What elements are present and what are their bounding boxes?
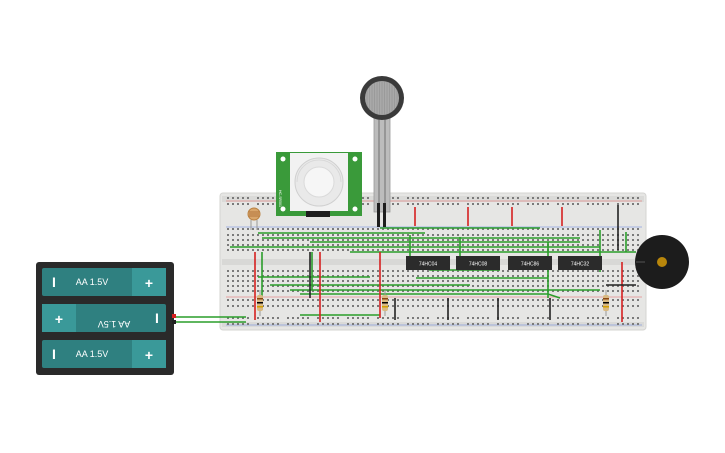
piezo-buzzer (635, 235, 689, 289)
cell-2-label: AA 1.5V (98, 319, 131, 329)
force-sensor (360, 76, 404, 227)
resistor-3 (603, 290, 609, 316)
cell-3-plus: + (145, 347, 153, 363)
black-wires (309, 205, 636, 320)
resistors (257, 290, 609, 316)
cell-2-minus: I (155, 310, 159, 326)
ic-74hc04-label: 74HC04 (419, 262, 438, 268)
battery-cell-1: I AA 1.5V + (42, 268, 166, 296)
ic-74hc08: 74HC08 (456, 256, 500, 270)
cell-2-plus: + (55, 311, 63, 327)
resistor-2 (382, 290, 388, 316)
pir-sensor: HC-SR501 (276, 152, 362, 217)
battery-cell-2: + AA 1.5V I (42, 304, 166, 332)
ic-74hc86: 74HC86 (508, 256, 552, 270)
ic-chips: 74HC04 74HC08 74HC86 74HC32 (406, 256, 602, 270)
battery-wires (174, 316, 246, 323)
cell-3-label: AA 1.5V (76, 349, 109, 359)
breadboard-holes (227, 197, 639, 325)
cell-1-minus: I (52, 274, 56, 290)
cell-1-label: AA 1.5V (76, 277, 109, 287)
ic-74hc08-label: 74HC08 (469, 262, 488, 268)
battery-cell-3: I AA 1.5V + (42, 340, 166, 368)
photoresistor (247, 207, 261, 230)
pir-label: HC-SR501 (278, 190, 282, 207)
ic-74hc86-label: 74HC86 (521, 262, 540, 268)
cell-1-plus: + (145, 275, 153, 291)
cell-3-minus: I (52, 346, 56, 362)
resistor-1 (257, 290, 263, 316)
red-wires (254, 207, 623, 322)
battery-pack: I AA 1.5V + + AA 1.5V I I AA 1.5V + (36, 262, 176, 375)
ic-74hc32-label: 74HC32 (571, 262, 590, 268)
ic-74hc32: 74HC32 (558, 256, 602, 270)
ic-74hc04: 74HC04 (406, 256, 450, 270)
